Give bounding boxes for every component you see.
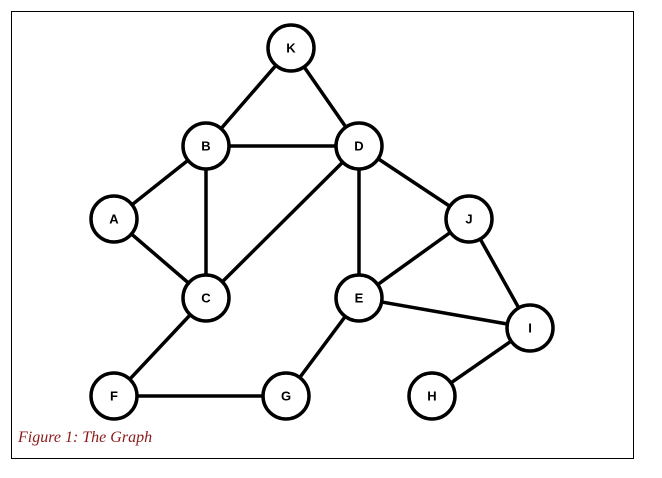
node-j: J	[444, 194, 494, 244]
node-e: E	[334, 273, 384, 323]
edge-d-c	[204, 144, 361, 300]
node-circle	[334, 273, 384, 323]
node-label: G	[281, 389, 291, 404]
node-circle	[181, 121, 231, 171]
node-circle	[407, 371, 457, 421]
node-g: G	[261, 371, 311, 421]
node-f: F	[89, 371, 139, 421]
node-circle	[181, 273, 231, 323]
node-d: D	[334, 121, 384, 171]
node-circle	[89, 371, 139, 421]
figure-caption: Figure 1: The Graph	[18, 429, 153, 446]
node-circle	[89, 194, 139, 244]
node-c: C	[181, 273, 231, 323]
edge-e-i	[357, 296, 532, 330]
nodes-layer: K B D A J C E I F G H	[89, 23, 555, 421]
node-label: D	[354, 139, 363, 154]
node-label: J	[465, 212, 472, 227]
node-circle	[266, 23, 316, 73]
node-label: E	[355, 291, 364, 306]
node-h: H	[407, 371, 457, 421]
node-circle	[334, 121, 384, 171]
node-b: B	[181, 121, 231, 171]
node-label: B	[201, 139, 210, 154]
node-i: I	[505, 303, 555, 353]
node-label: I	[528, 321, 532, 336]
node-label: F	[110, 389, 118, 404]
node-circle	[444, 194, 494, 244]
node-circle	[261, 371, 311, 421]
node-a: A	[89, 194, 139, 244]
node-label: K	[286, 41, 296, 56]
node-label: H	[427, 389, 436, 404]
node-label: C	[201, 291, 211, 306]
node-circle	[505, 303, 555, 353]
node-k: K	[266, 23, 316, 73]
node-label: A	[109, 212, 119, 227]
